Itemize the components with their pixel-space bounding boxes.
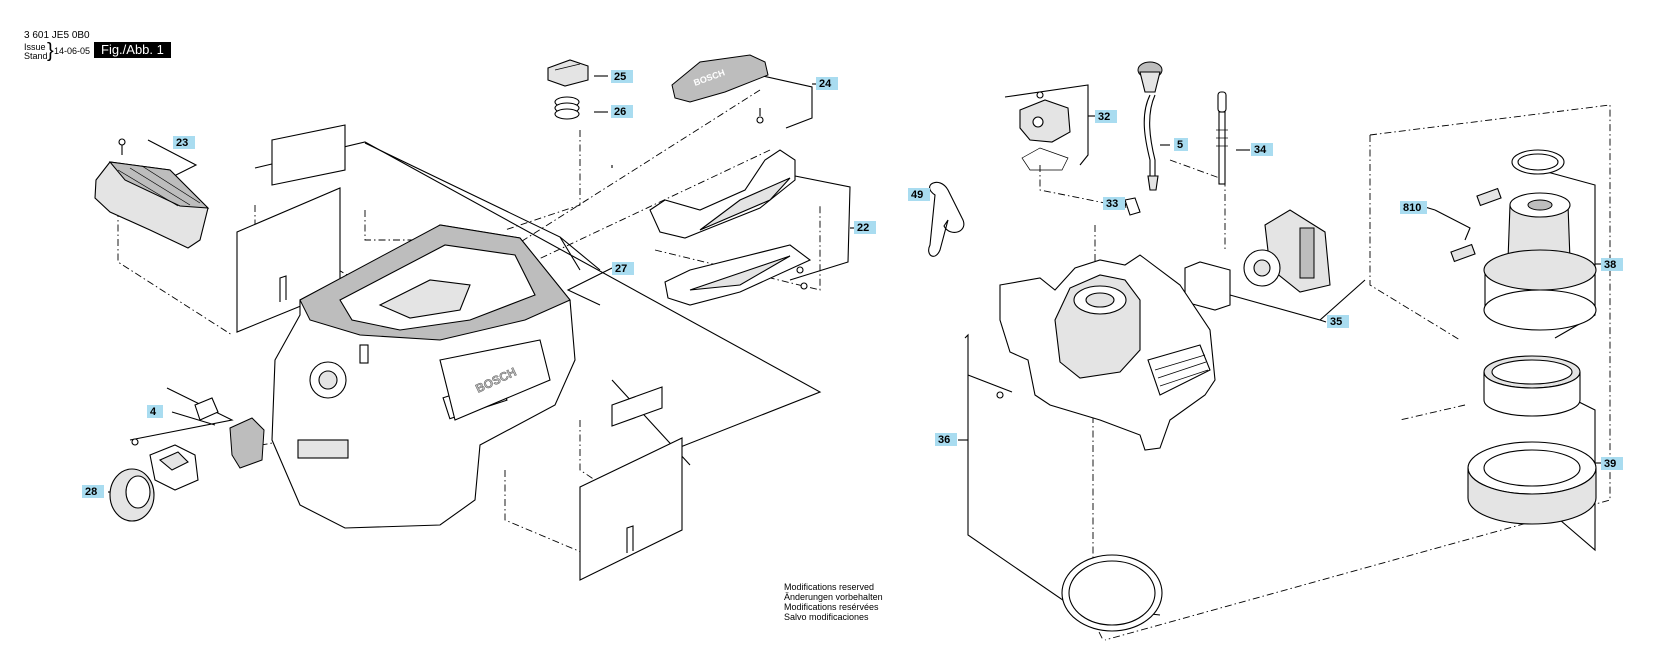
callout-38: 38	[1601, 258, 1623, 271]
callout-27-text: 27	[615, 263, 627, 275]
callout-36-text: 36	[938, 434, 950, 446]
callout-4: 4	[147, 405, 163, 418]
callout-28-text: 28	[85, 486, 97, 498]
part-25-clip	[547, 59, 589, 87]
part-34-probe	[1216, 91, 1228, 185]
callout-26-text: 26	[614, 106, 626, 118]
callout-35-text: 35	[1330, 316, 1342, 328]
callout-39-text: 39	[1604, 458, 1616, 470]
part-26-spring	[554, 96, 580, 120]
part-4-switch	[131, 397, 265, 491]
callout-33: 33	[1103, 197, 1125, 210]
callout-32: 32	[1095, 110, 1117, 123]
callout-34-text: 34	[1254, 144, 1267, 156]
issue-label: Issue	[24, 42, 46, 52]
modifications-de: Änderungen vorbehalten	[784, 592, 883, 602]
part-39-rings	[1467, 355, 1597, 525]
callout-27: 27	[612, 262, 634, 275]
part-35-fan	[1184, 209, 1331, 311]
callout-32-text: 32	[1098, 111, 1110, 123]
part-23-grille	[94, 138, 210, 249]
callout-810-text: 810	[1403, 202, 1421, 214]
part-number: 3 601 JE5 0B0	[24, 30, 90, 41]
callout-5: 5	[1174, 138, 1188, 151]
issue-brace: }	[47, 40, 54, 62]
stand-label: Stand	[24, 51, 48, 61]
callout-810: 810	[1400, 201, 1427, 214]
part-27-housing: BOSCH	[271, 224, 576, 529]
callout-39: 39	[1601, 457, 1623, 470]
callout-36: 36	[935, 433, 957, 446]
callout-35: 35	[1327, 315, 1349, 328]
callout-23: 23	[173, 136, 195, 149]
callout-22-text: 22	[857, 222, 869, 234]
callout-23-text: 23	[176, 137, 188, 149]
issue-date: 14-06-05	[54, 46, 91, 56]
part-5-cable	[1137, 61, 1163, 191]
part-32-bracket	[1019, 91, 1071, 171]
part-28-knob	[109, 468, 155, 522]
callout-22: 22	[854, 221, 876, 234]
callout-49-text: 49	[911, 189, 923, 201]
part-36-motor-housing	[996, 254, 1216, 451]
callout-25-text: 25	[614, 71, 626, 83]
callout-5-text: 5	[1177, 139, 1183, 151]
callout-25: 25	[611, 70, 633, 83]
part-38-motor	[1450, 149, 1597, 331]
callout-4-text: 4	[150, 406, 157, 418]
part-22-handle	[649, 149, 812, 306]
part-24-handle-cover: BOSCH	[671, 54, 769, 124]
modifications-fr: Modifications resérvées	[784, 602, 879, 612]
callout-26: 26	[611, 105, 633, 118]
housing-seal-ring	[1061, 554, 1163, 632]
part-49-clip	[928, 181, 965, 257]
modifications-en: Modifications reserved	[784, 582, 875, 592]
figure-label: Fig./Abb. 1	[94, 42, 171, 58]
callout-24-text: 24	[819, 78, 832, 90]
callout-33-text: 33	[1106, 198, 1118, 210]
callout-49: 49	[908, 188, 930, 201]
callout-38-text: 38	[1604, 259, 1616, 271]
modifications-es: Salvo modificaciones	[784, 612, 869, 622]
modifications-notice: Modifications reserved Änderungen vorbeh…	[784, 582, 883, 622]
callout-28: 28	[82, 485, 104, 498]
callout-34: 34	[1251, 143, 1273, 156]
callout-24: 24	[816, 77, 838, 90]
